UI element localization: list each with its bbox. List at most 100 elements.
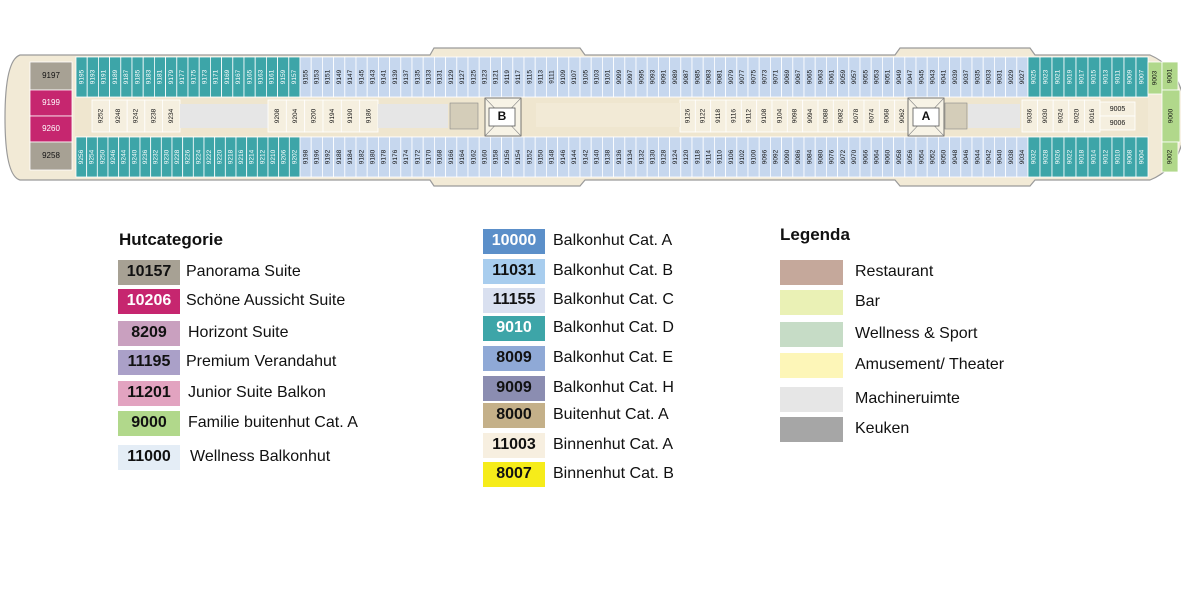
cabin-number: 9016 [1089, 108, 1096, 123]
cabin-number: 9256 [78, 149, 85, 164]
cabin-number: 9121 [493, 69, 500, 84]
cabin-number: 9123 [482, 69, 489, 84]
cabin-number: 9244 [121, 149, 128, 164]
facility-label: Amusement/ Theater [855, 356, 1005, 373]
cabin-number: 9222 [206, 149, 213, 164]
category-swatch: 8000 [483, 402, 545, 428]
cabin-number: 9152 [526, 149, 533, 164]
cabin-number: 9033 [986, 69, 993, 84]
facility-label: Restaurant [855, 263, 934, 280]
cabin-number: 9142 [582, 149, 589, 164]
cabin-number: 9028 [1043, 149, 1050, 164]
category-swatch: 9009 [483, 375, 545, 401]
cabin-number: 9112 [746, 109, 753, 123]
cabin-number: 9020 [1073, 108, 1080, 123]
cabin-number: 9045 [918, 69, 925, 84]
cabin-number: 9035 [974, 69, 981, 84]
cabin-number: 9010 [1115, 149, 1122, 164]
cabin-number: 9188 [336, 149, 343, 164]
cabin-number: 9167 [235, 69, 242, 84]
cabin-number: 9130 [650, 149, 657, 164]
cabin-number: 9183 [146, 69, 153, 84]
cabin-number: 9132 [638, 149, 645, 164]
facility-swatch [780, 289, 843, 315]
legenda-entry: Amusement/ Theater [780, 352, 1004, 378]
category-swatch: 11155 [483, 287, 545, 313]
cabin-number: 9059 [840, 69, 847, 84]
category-label: Balkonhut Cat. H [553, 379, 674, 396]
cabin-number: 9137 [403, 69, 410, 84]
legenda-entry: Bar [780, 289, 880, 315]
cabin-number: 9075 [750, 69, 757, 84]
cabin-number: 9214 [249, 149, 256, 164]
cabin-number: 9234 [168, 108, 175, 123]
cabin-number: 9062 [899, 108, 906, 123]
category-swatch: 9010 [483, 315, 545, 341]
category-label: Junior Suite Balkon [188, 384, 326, 401]
cabin-number: 9163 [258, 69, 265, 84]
cabin-number: 9246 [110, 149, 117, 164]
cabin-number: 9204 [292, 108, 299, 123]
cabin-number: 9228 [174, 149, 181, 164]
cabin-number: 9177 [179, 69, 186, 84]
category-swatch: 10000 [483, 228, 545, 254]
cabin-number: 9031 [997, 69, 1004, 84]
cabin-number: 9161 [269, 69, 276, 84]
cabin-number: 9044 [974, 149, 981, 164]
cabin-number: 9087 [683, 69, 690, 84]
cabin-number: 9195 [78, 69, 85, 84]
cabin-number: 9240 [131, 149, 138, 164]
cabin-number: 9187 [123, 69, 130, 84]
legend-entry: 9009 Balkonhut Cat. H [483, 375, 674, 401]
cabin-number: 9133 [426, 69, 433, 84]
cabin-number: 9174 [403, 149, 410, 164]
cabin-number: 9082 [838, 108, 845, 123]
cabin-number: 9103 [594, 69, 601, 84]
category-label: Panorama Suite [186, 263, 301, 280]
cabin-number: 9007 [1139, 69, 1146, 84]
cabin-number: 9008 [1127, 149, 1134, 164]
cabin-number: 9169 [224, 69, 231, 84]
cabin-number: 9118 [694, 150, 701, 164]
facility-label: Bar [855, 293, 880, 310]
cabin-number: 9072 [840, 149, 847, 164]
cabin-number: 9168 [437, 149, 444, 164]
cabin-number: 9212 [259, 149, 266, 164]
cabin-number: 9151 [325, 69, 332, 84]
cabin-number: 9055 [862, 69, 869, 84]
category-label: Binnenhut Cat. B [553, 465, 674, 482]
category-swatch: 11003 [483, 432, 545, 458]
cabin-number: 9096 [762, 149, 769, 164]
cabin [29, 115, 73, 143]
cabin-number: 9079 [728, 69, 735, 84]
cabin-number: 9043 [930, 69, 937, 84]
cabin-number: 9086 [795, 149, 802, 164]
facility-swatch [780, 259, 843, 285]
cabin-number: 9080 [818, 149, 825, 164]
cabin-number: 9109 [560, 69, 567, 84]
cabin-number: 9172 [414, 149, 421, 164]
cabin-number: 9248 [115, 108, 122, 123]
cabin-number: 9009 [1127, 69, 1134, 84]
cabin-number: 9157 [291, 69, 298, 84]
machine-room [968, 104, 1020, 128]
cabin-number: 9003 [1152, 70, 1159, 85]
cabin-number: 9029 [1008, 69, 1015, 84]
machine-room [378, 104, 448, 128]
cabin-number: 9004 [1139, 149, 1146, 164]
cabin-number: 9106 [728, 149, 735, 164]
cabin-number: 9083 [706, 69, 713, 84]
cabin-number: 9154 [515, 149, 522, 164]
cabin-number: 9134 [627, 149, 634, 164]
category-swatch: 9000 [118, 410, 180, 436]
cabin-number: 9179 [168, 69, 175, 84]
cabin-number: 9116 [730, 109, 737, 123]
cabin-number: 9252 [98, 108, 105, 123]
cabin-number: 9186 [366, 108, 373, 123]
cabin-number: 9150 [538, 149, 545, 164]
elevator-label-box [912, 107, 940, 127]
